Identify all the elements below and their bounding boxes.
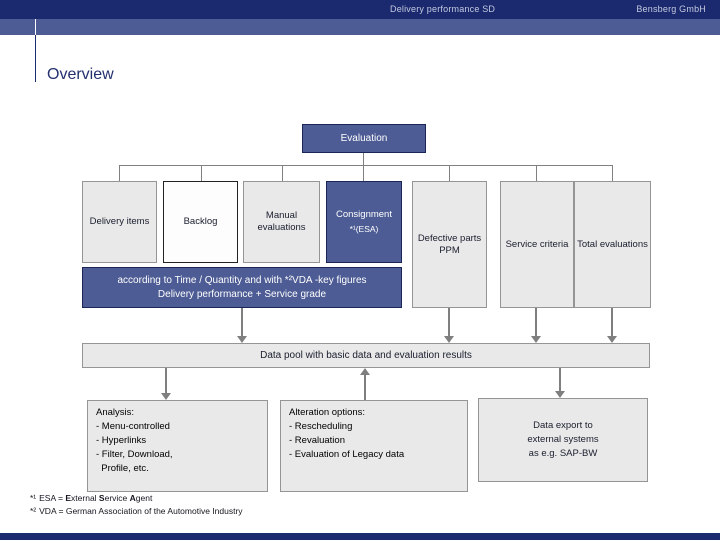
manual-evaluations-label: Manual evaluations: [257, 210, 306, 233]
connector-drop-1: [119, 165, 120, 181]
manual-evaluations-box: Manual evaluations: [243, 181, 320, 263]
connector-drop-3: [282, 165, 283, 181]
arrow-service-to-pool-head: [531, 336, 541, 343]
arrow-pool-to-export-head: [555, 391, 565, 398]
connector-drop-4: [363, 165, 364, 181]
arrow-pool-to-export-line: [559, 368, 561, 392]
backlog-label: Backlog: [183, 216, 218, 227]
footnote-esa-bold-e: E: [65, 493, 72, 503]
arrow-alteration-to-pool-head: [360, 368, 370, 375]
arrow-pool-to-analysis-head: [161, 393, 171, 400]
alteration-options-box: Alteration options: - Rescheduling - Rev…: [280, 400, 468, 492]
consignment-box: Consignment *¹(ESA): [326, 181, 402, 263]
vda-banner-text: according to Time / Quantity and with *²…: [118, 274, 367, 302]
arrow-defective-to-pool-line: [448, 308, 450, 337]
analysis-box: Analysis: - Menu-controlled - Hyperlinks…: [87, 400, 268, 492]
backlog-box: Backlog: [163, 181, 238, 263]
footnote-esa-bold-a: A: [129, 493, 136, 503]
vda-key-figures-banner: according to Time / Quantity and with *²…: [82, 267, 402, 308]
connector-drop-2: [201, 165, 202, 181]
arrow-alteration-to-pool-line: [364, 374, 366, 400]
arrow-total-to-pool-head: [607, 336, 617, 343]
consignment-title: Consignment: [336, 209, 392, 220]
footnote-esa-rest-3: gent: [135, 493, 153, 503]
consignment-esa-note: *¹(ESA): [349, 224, 379, 234]
connector-drop-7: [612, 165, 613, 181]
evaluation-root-label: Evaluation: [340, 132, 388, 144]
page-title: Overview: [47, 66, 114, 83]
vda-banner-line2: Delivery performance + Service grade: [157, 288, 327, 300]
footnote-vda-marker: *²: [30, 506, 37, 516]
defective-parts-box: Defective parts PPM: [412, 181, 487, 308]
total-evaluations-box: Total evaluations: [574, 181, 651, 308]
top-header-bar: [0, 0, 720, 19]
total-evaluations-label: Total evaluations: [577, 238, 648, 250]
footnote-esa-text: ESA =: [39, 493, 66, 503]
service-criteria-box: Service criteria: [500, 181, 574, 308]
arrow-total-to-pool-line: [611, 308, 613, 337]
document-title: Delivery performance SD: [390, 4, 496, 14]
data-export-label: Data export to external systems as e.g. …: [527, 420, 599, 459]
arrow-banner-to-pool-line: [241, 308, 243, 337]
header-accent-bar: [0, 19, 720, 35]
company-name: Bensberg GmbH: [636, 4, 706, 14]
accent-line-navy: [35, 35, 36, 82]
service-criteria-label: Service criteria: [505, 238, 569, 250]
data-export-box: Data export to external systems as e.g. …: [478, 398, 648, 482]
accent-line-white: [35, 19, 36, 35]
footnote-vda-text: VDA = German Association of the Automoti…: [39, 506, 243, 516]
connector-drop-6: [536, 165, 537, 181]
vda-banner-line1: according to Time / Quantity and with *²…: [117, 274, 367, 286]
footnote-esa-bold-s: S: [98, 493, 105, 503]
arrow-banner-to-pool-head: [237, 336, 247, 343]
delivery-items-label: Delivery items: [89, 216, 150, 227]
defective-parts-label: Defective parts PPM: [417, 232, 482, 256]
evaluation-root-box: Evaluation: [302, 124, 426, 153]
consignment-label: Consignment *¹(ESA): [336, 209, 392, 235]
footnote-esa-marker: *¹: [30, 493, 37, 503]
connector-root-stem: [363, 153, 364, 165]
data-pool-label: Data pool with basic data and evaluation…: [260, 349, 472, 361]
connector-horizontal-rail: [119, 165, 613, 166]
data-pool-banner: Data pool with basic data and evaluation…: [82, 343, 650, 368]
arrow-pool-to-analysis-line: [165, 368, 167, 394]
bottom-footer-bar: [0, 533, 720, 540]
footnote-esa-rest-2: ervice: [104, 493, 130, 503]
arrow-service-to-pool-line: [535, 308, 537, 337]
connector-drop-5: [449, 165, 450, 181]
delivery-items-box: Delivery items: [82, 181, 157, 263]
footnote-esa-rest-1: xternal: [71, 493, 99, 503]
arrow-defective-to-pool-head: [444, 336, 454, 343]
